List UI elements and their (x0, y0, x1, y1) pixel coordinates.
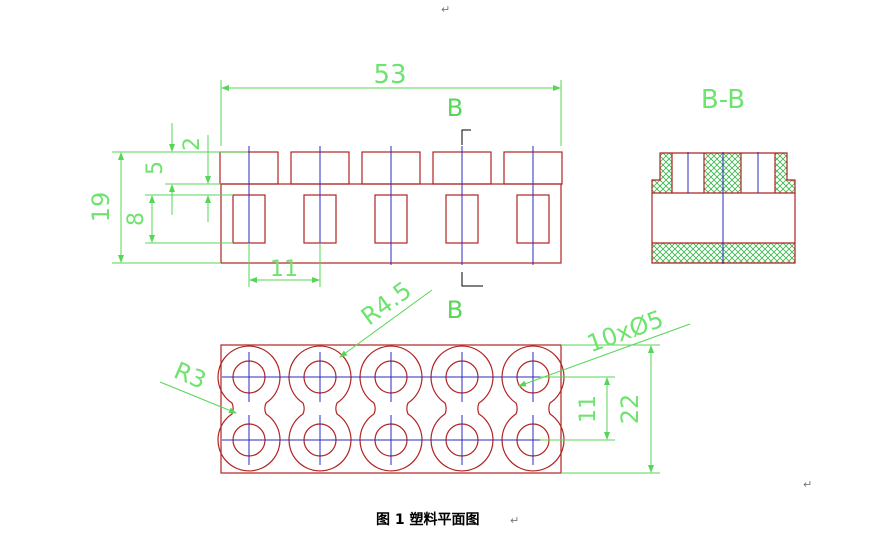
plan-pocket (217, 345, 281, 472)
plan-pockets (217, 345, 565, 472)
leader-holes (518, 323, 691, 387)
plan-pocket (430, 345, 494, 472)
hatch-left-shoulder (652, 180, 661, 193)
dim-22-label: 22 (616, 394, 644, 425)
section-mark-b-top: B (447, 94, 463, 122)
section-mark-b-bottom: B (447, 296, 463, 324)
hatch-right-shoulder (786, 180, 795, 193)
paragraph-mark-caption: ↵ (510, 514, 519, 527)
dim-2-label: 2 (180, 137, 205, 151)
figure-caption: 图 1 塑料平面图 (376, 511, 480, 528)
section-view: B-B (651, 85, 796, 264)
dim-11-plan-label: 11 (576, 395, 601, 423)
section-cut-top (461, 129, 471, 145)
leader-r3 (159, 381, 237, 414)
plan-centerlines (222, 352, 560, 465)
plan-outline (220, 344, 562, 474)
dim-8-label: 8 (124, 212, 149, 226)
hatch-left-post (660, 153, 672, 193)
section-outline (651, 152, 796, 264)
dim-19-label: 19 (87, 192, 115, 223)
plan-pocket (288, 345, 352, 472)
dim-5-label: 5 (143, 161, 168, 175)
section-cut-bottom (461, 272, 483, 287)
plan-view: 22 11 R4.5 R3 10xØ5 (159, 276, 691, 474)
front-centerlines (248, 146, 534, 265)
dim-53-label: 53 (373, 60, 406, 90)
paragraph-mark-top: ↵ (441, 3, 450, 16)
dim-holes-label: 10xØ5 (583, 305, 667, 358)
hatch-right-post (775, 153, 787, 193)
dim-11-front-label: 11 (270, 257, 298, 282)
front-view: 53 B B 19 8 5 2 11 (87, 60, 563, 324)
section-title: B-B (701, 85, 745, 115)
plan-pocket (501, 345, 565, 472)
plan-pocket (359, 345, 423, 472)
paragraph-mark-right: ↵ (803, 478, 812, 491)
leader-r45 (339, 289, 433, 358)
